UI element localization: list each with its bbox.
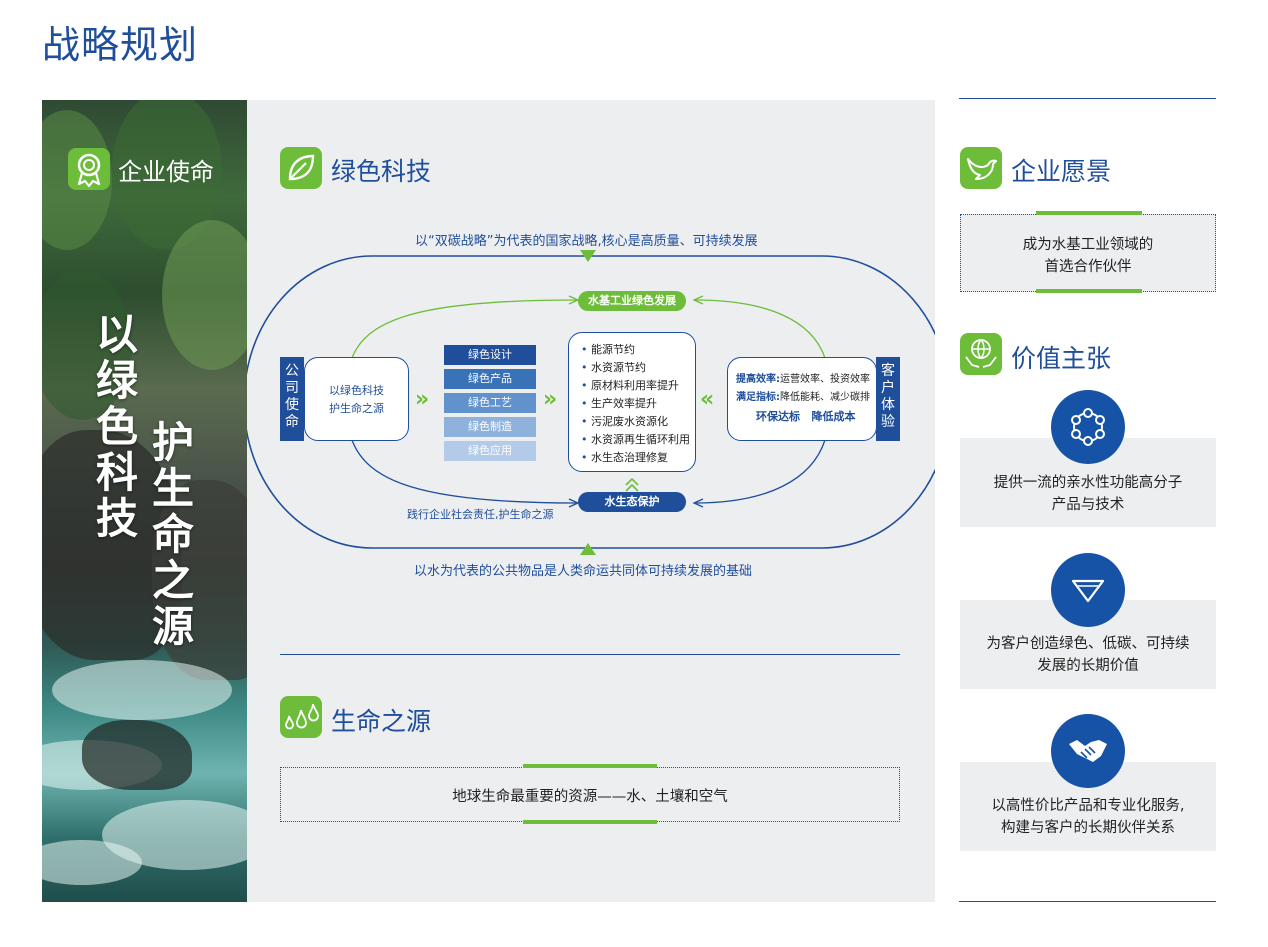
mission-card: 以绿色科技 护生命之源 xyxy=(304,357,409,441)
outer-loop xyxy=(247,255,935,549)
benefit-item: 能源节约 xyxy=(581,341,695,359)
benefit-item: 污泥废水资源化 xyxy=(581,413,695,431)
accent-line xyxy=(523,820,657,824)
chevron-right-icon: » xyxy=(543,387,557,412)
value-text-2: 为客户创造绿色、低碳、可持续 发展的长期价值 xyxy=(960,633,1216,677)
target-value: 降低能耗、减少碳排 xyxy=(780,392,870,403)
national-strategy-text: 以“双碳战略”为代表的国家战略,核心是高质量、可持续发展 xyxy=(415,234,758,249)
chevron-right-icon: » xyxy=(415,387,429,412)
efficiency-key: 提高效率: xyxy=(736,374,780,385)
inner-arc-top-right xyxy=(694,299,826,359)
mission-label: 企业使命 xyxy=(118,158,214,186)
value-title: 价值主张 xyxy=(1011,344,1112,373)
vision-text-line-1: 成为水基工业领域的 xyxy=(1022,237,1154,253)
value-text-1: 提供一流的亲水性功能高分子 产品与技术 xyxy=(960,472,1216,516)
molecule-icon xyxy=(1051,390,1125,464)
benefit-item: 生产效率提升 xyxy=(581,395,695,413)
value-text-2-line-1: 为客户创造绿色、低碳、可持续 xyxy=(986,636,1190,652)
value-text-1-line-1: 提供一流的亲水性功能高分子 xyxy=(993,475,1183,491)
green-stack: 绿色设计 绿色产品 绿色工艺 绿色制造 绿色应用 xyxy=(444,345,536,461)
customer-experience-bar: 客户体验 xyxy=(876,357,900,441)
benefits-card: 能源节约 水资源节约 原材料利用率提升 生产效率提升 污泥废水资源化 水资源再生… xyxy=(568,332,696,472)
benefit-item: 水生态治理修复 xyxy=(581,449,695,467)
benefit-item: 水资源节约 xyxy=(581,359,695,377)
mission-card-line-1: 以绿色科技 xyxy=(329,384,384,397)
inner-arc-top-left xyxy=(351,299,578,359)
mission-card-line-2: 护生命之源 xyxy=(329,402,384,415)
top-rule xyxy=(959,98,1216,99)
efficiency-value: 运营效率、投资效率 xyxy=(780,374,870,385)
benefit-item: 原材料利用率提升 xyxy=(581,377,695,395)
stack-item: 绿色制造 xyxy=(444,417,536,437)
value-text-3: 以高性价比产品和专业化服务, 构建与客户的长期伙伴关系 xyxy=(960,795,1216,839)
chevron-left-icon: « xyxy=(700,387,714,412)
target-key: 满足指标: xyxy=(736,392,780,403)
mission-slogan-left: 以绿色科技 xyxy=(95,310,138,543)
down-triangle xyxy=(580,250,596,262)
vision-title: 企业愿景 xyxy=(1011,157,1112,186)
handshake-icon xyxy=(1051,714,1125,788)
customer-card: 提高效率:运营效率、投资效率 满足指标:降低能耗、减少碳排 环保达标 降低成本 xyxy=(727,357,877,441)
globe-hands-icon xyxy=(960,333,1002,375)
value-text-2-line-2: 发展的长期价值 xyxy=(1037,658,1139,674)
customer-card-line-3: 环保达标 降低成本 xyxy=(756,410,856,423)
water-drops-icon xyxy=(280,696,322,738)
stack-item: 绿色工艺 xyxy=(444,393,536,413)
source-of-life-title: 生命之源 xyxy=(331,707,432,736)
source-of-life-text: 地球生命最重要的资源——水、土壤和空气 xyxy=(452,789,728,805)
nature-photo xyxy=(42,100,247,902)
up-triangle xyxy=(580,543,596,555)
value-text-3-line-1: 以高性价比产品和专业化服务, xyxy=(991,798,1185,814)
vision-text: 成为水基工业领域的 首选合作伙伴 xyxy=(960,234,1216,278)
vision-text-line-2: 首选合作伙伴 xyxy=(1044,259,1132,275)
water-ecology-pill: 水生态保护 xyxy=(578,492,686,512)
leaf-icon xyxy=(280,147,322,189)
mission-slogan-right: 护生命之源 xyxy=(151,418,194,651)
csr-text: 践行企业社会责任,护生命之源 xyxy=(407,508,554,521)
accent-line xyxy=(1036,289,1142,293)
public-goods-text: 以水为代表的公共物品是人类命运共同体可持续发展的基础 xyxy=(414,564,753,579)
award-icon xyxy=(68,148,110,190)
company-mission-bar: 公司使命 xyxy=(280,357,304,441)
dove-icon xyxy=(960,147,1002,189)
stack-item: 绿色产品 xyxy=(444,369,536,389)
value-text-3-line-2: 构建与客户的长期伙伴关系 xyxy=(1001,820,1175,836)
bottom-rule xyxy=(959,901,1216,902)
diamond-icon xyxy=(1051,553,1125,627)
inner-arc-bottom-left xyxy=(351,439,578,504)
inner-arc-bottom-right xyxy=(694,439,826,504)
stack-item: 绿色应用 xyxy=(444,441,536,461)
value-text-1-line-2: 产品与技术 xyxy=(1051,497,1125,513)
accent-line xyxy=(523,764,657,768)
benefit-item: 水资源再生循环利用 xyxy=(581,431,695,449)
green-tech-title: 绿色科技 xyxy=(331,157,432,186)
page-title: 战略规划 xyxy=(42,23,199,67)
stack-item: 绿色设计 xyxy=(444,345,536,365)
accent-line xyxy=(1036,211,1142,215)
strategy-diagram xyxy=(247,250,935,555)
water-industry-pill: 水基工业绿色发展 xyxy=(578,291,686,311)
section-divider xyxy=(280,654,900,655)
